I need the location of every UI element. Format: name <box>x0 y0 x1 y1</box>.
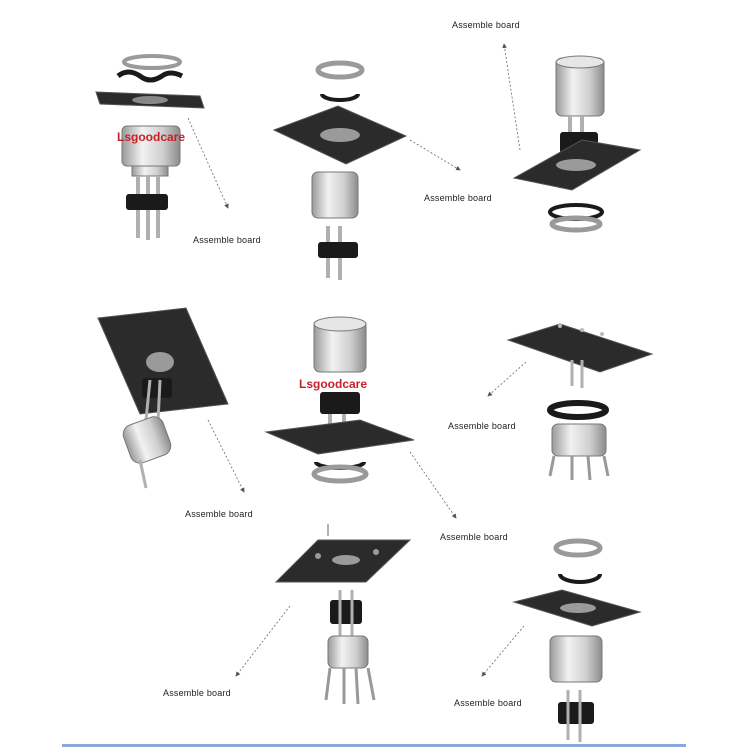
insulator-block <box>330 600 362 624</box>
board-hole <box>315 553 321 559</box>
pin <box>144 379 152 421</box>
hex-nut <box>549 215 603 233</box>
insulator-block <box>320 392 360 414</box>
spring-clip <box>116 69 184 83</box>
leg <box>354 667 360 705</box>
ring-washer <box>315 60 365 80</box>
connector-neck <box>131 165 169 177</box>
ring-washer <box>553 538 603 558</box>
assemble-board-label: Assemble board <box>448 421 516 431</box>
connector-body <box>311 171 359 219</box>
assemble-board-label: Assemble board <box>193 235 261 245</box>
assemble-board-label: Assemble board <box>440 532 508 542</box>
board-hole <box>320 128 360 142</box>
pin <box>138 459 148 489</box>
leg <box>586 455 592 481</box>
pointer-arrow <box>409 451 457 519</box>
pointer-arrow <box>187 117 229 209</box>
pointer-arrow <box>409 139 461 171</box>
ring-washer <box>311 464 369 484</box>
connector-top <box>313 316 367 332</box>
assembly-3 <box>502 43 642 233</box>
assemble-board-label: Assemble board <box>424 193 492 203</box>
board-hole <box>146 352 174 372</box>
brand-watermark: Lsgoodcare <box>299 377 368 391</box>
gasket <box>547 400 609 420</box>
connector-body <box>551 423 607 457</box>
connector-body <box>549 635 603 683</box>
pointer-arrow <box>207 419 245 493</box>
leg <box>548 455 556 477</box>
insulator-block <box>318 242 358 258</box>
assembly-4 <box>97 307 245 493</box>
insulator-block <box>142 378 172 398</box>
leg <box>324 667 332 701</box>
assembly-2 <box>272 60 461 280</box>
connector-body <box>327 635 369 669</box>
pin-tip <box>600 332 604 336</box>
leg <box>602 455 610 477</box>
assembly-8 <box>481 538 642 742</box>
assemble-board-label: Assemble board <box>452 20 520 30</box>
assemble-board-label: Assemble board <box>185 509 253 519</box>
mount-board <box>264 419 415 455</box>
leg <box>366 667 376 701</box>
assembly-5 <box>264 316 457 519</box>
snap-ring <box>558 573 602 584</box>
board-hole <box>556 159 596 171</box>
board-hole <box>132 96 168 104</box>
pointer-arrow <box>487 361 527 397</box>
pin <box>156 379 162 423</box>
snap-ring <box>320 93 360 102</box>
board-hole <box>560 603 596 613</box>
assembly-7 <box>235 524 412 705</box>
insulator-block <box>558 702 594 724</box>
connector-body <box>122 416 172 464</box>
assemble-board-label: Assemble board <box>163 688 231 698</box>
pointer-arrow <box>481 625 525 677</box>
bottom-divider <box>62 744 686 747</box>
board-hole <box>332 555 360 565</box>
connector-top <box>555 55 605 69</box>
mount-board <box>506 323 654 373</box>
pointer-arrow <box>502 43 521 151</box>
assembly-6 <box>487 323 654 481</box>
assemble-board-label: Assemble board <box>454 698 522 708</box>
board-hole <box>373 549 379 555</box>
insulator-block <box>126 194 168 210</box>
brand-watermark: Lsgoodcare <box>117 130 186 144</box>
pin-tip <box>558 324 562 328</box>
assembly-1 <box>95 54 229 240</box>
pointer-arrow <box>235 605 291 677</box>
ring-washer <box>122 54 182 70</box>
pin-tip <box>580 328 584 332</box>
